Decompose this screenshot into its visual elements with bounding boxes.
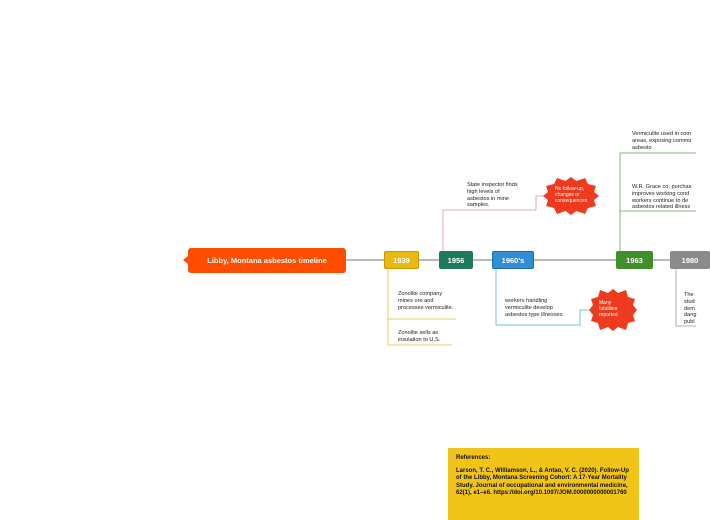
references-heading: References: <box>456 455 491 461</box>
no-followup-star <box>543 177 599 215</box>
note-inspector: State inspector finds high levels of asb… <box>467 182 518 209</box>
year-1939[interactable]: 1939 <box>384 251 419 269</box>
note-grace: W.R. Grace co. purchas improves working … <box>632 184 692 211</box>
year-1960s[interactable]: 1960's <box>492 251 534 269</box>
references-citation: Larson, T. C., Williamson, L., & Antao, … <box>456 467 629 497</box>
year-1956[interactable]: 1956 <box>439 251 473 269</box>
note-the-study: The stud dem dang publ <box>684 292 697 326</box>
references-box: References: Larson, T. C., Williamson, L… <box>448 448 639 520</box>
star-no-followup-label: No follow-up, changes or consequences <box>555 186 588 204</box>
note-vermiculite-used: Vermiculite used in com areas, exposing … <box>632 131 692 151</box>
year-1980[interactable]: 1980 <box>670 251 710 269</box>
fatalities-star <box>589 289 637 331</box>
note-workers-handling: workers handling vermiculite develop asb… <box>505 298 563 318</box>
timeline-title[interactable]: Libby, Montana asbestos timeline <box>183 248 346 273</box>
year-1963[interactable]: 1963 <box>616 251 653 269</box>
star-fatalities-label: Many fatalities reported <box>599 300 618 318</box>
note-zonolite-sells: Zonolite sells as insulation to U.S. <box>398 330 441 343</box>
note-zonolite-mines: Zonolite company mines ore and processes… <box>398 291 454 311</box>
